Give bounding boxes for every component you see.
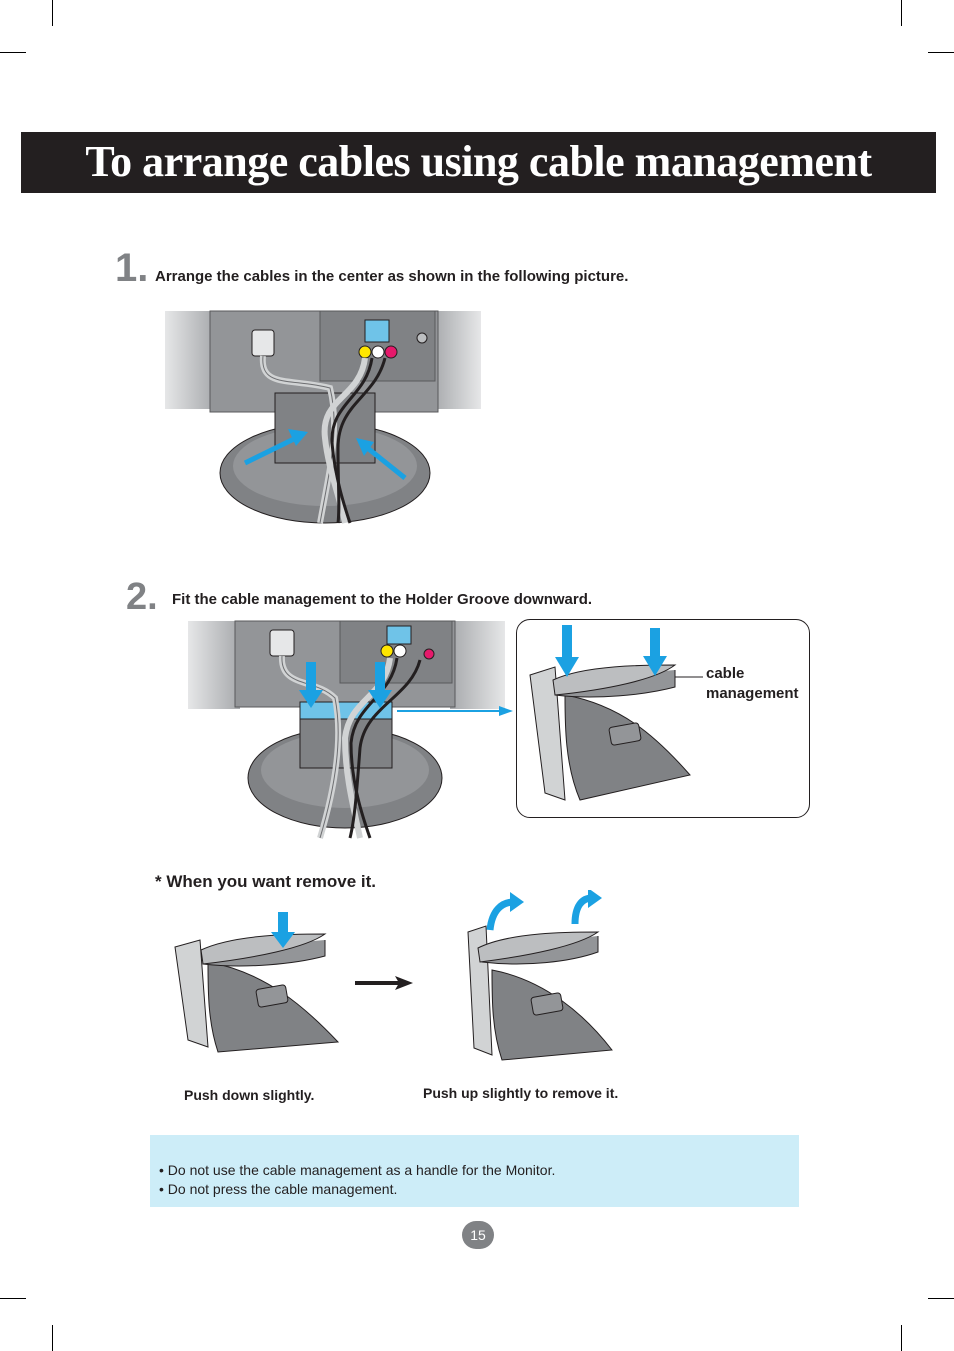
crop-mark (0, 52, 26, 53)
arrow-right-icon (355, 976, 413, 990)
crop-mark (901, 1325, 902, 1351)
note-line-1: • Do not use the cable management as a h… (159, 1162, 556, 1178)
remove-section-title: * When you want remove it. (155, 872, 377, 891)
caption-push-down: Push down slightly. (184, 1087, 315, 1103)
callout-label-line-2: management (706, 685, 799, 702)
page-number: 15 (462, 1221, 494, 1249)
crop-mark (52, 0, 53, 26)
crop-mark (52, 1325, 53, 1351)
step-2-number: 2. (126, 576, 158, 618)
cable-management-label: cable management (706, 664, 799, 704)
push-down-illustration (174, 912, 340, 1053)
crop-mark (928, 1298, 954, 1299)
crop-mark (928, 52, 954, 53)
page-title: To arrange cables using cable management (85, 137, 872, 186)
push-up-illustration (467, 890, 613, 1061)
title-bar: To arrange cables using cable management (21, 132, 936, 193)
note-line-2: • Do not press the cable management. (159, 1181, 398, 1197)
note-box: • Do not use the cable management as a h… (150, 1135, 799, 1207)
step-2-text: Fit the cable management to the Holder G… (172, 591, 593, 608)
monitor-back-illustration-2 (188, 620, 513, 839)
cable-management-closeup (529, 625, 703, 801)
crop-mark (0, 1298, 26, 1299)
step-1-text: Arrange the cables in the center as show… (155, 268, 629, 285)
callout-label-line-1: cable (706, 665, 745, 682)
monitor-back-illustration-1 (165, 310, 481, 524)
crop-mark (901, 0, 902, 26)
caption-push-up: Push up slightly to remove it. (423, 1085, 619, 1101)
step-1-number: 1. (115, 246, 149, 290)
